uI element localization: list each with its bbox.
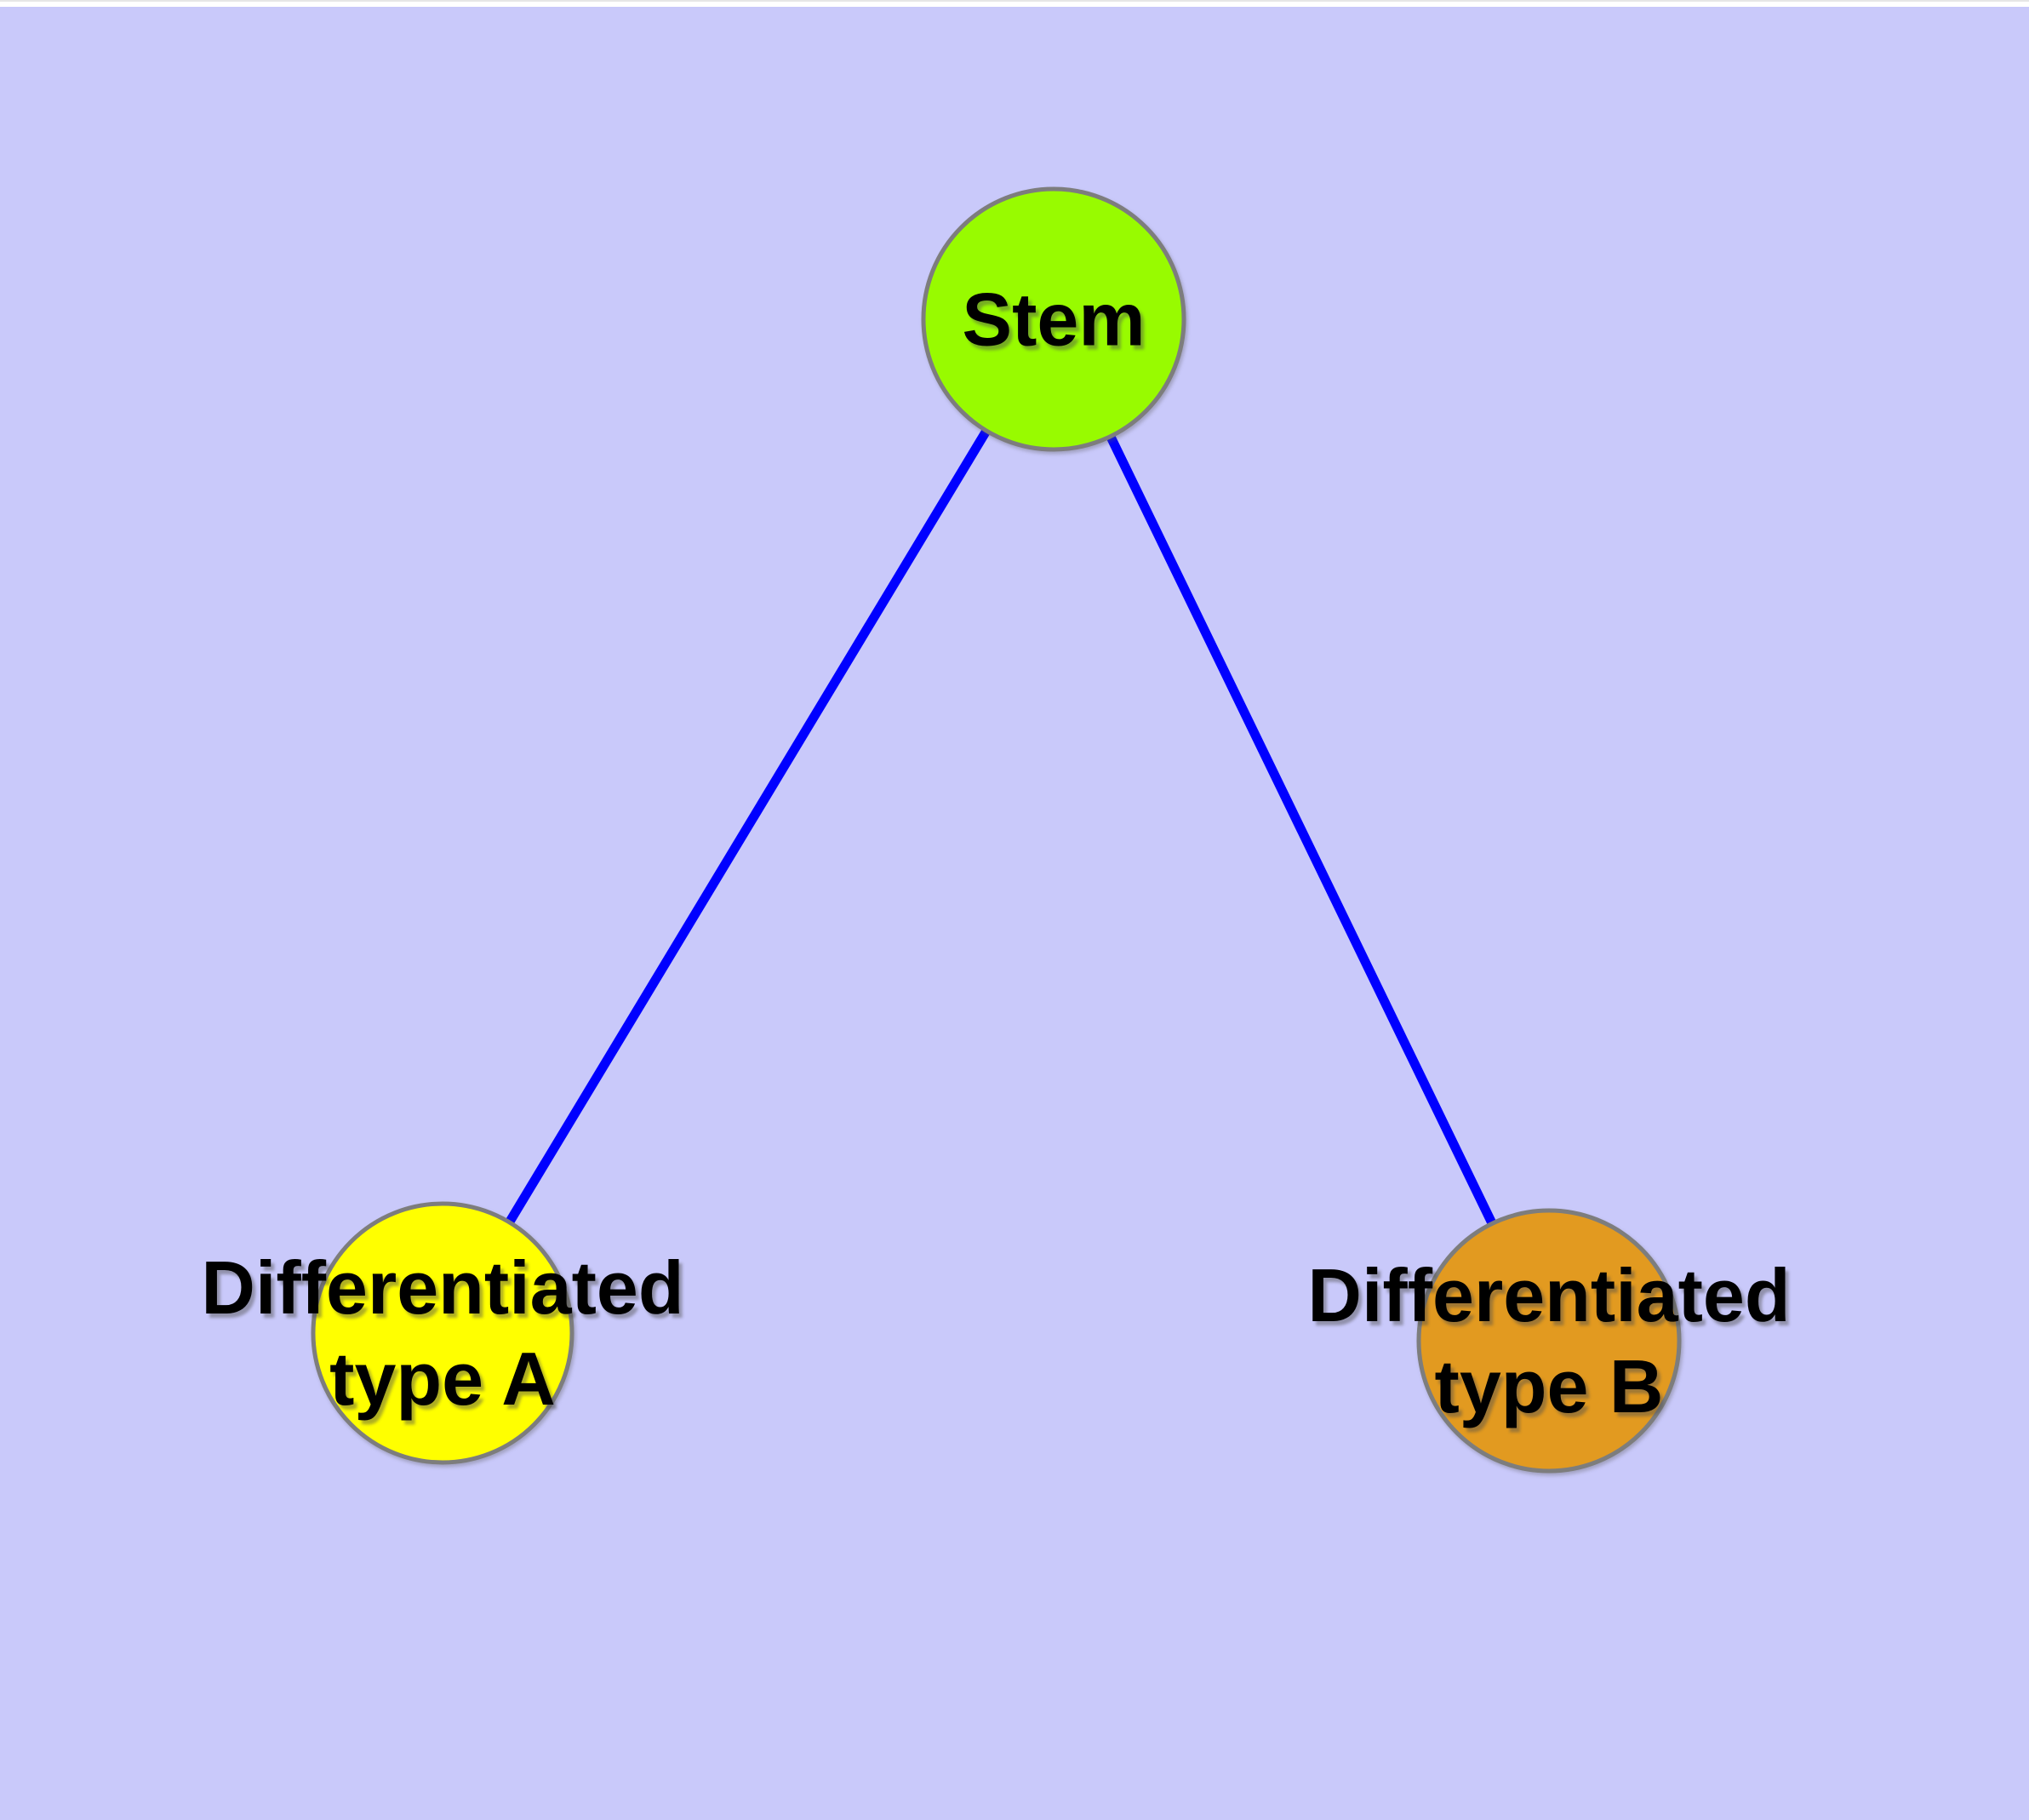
node-stem-label-text: Stem (962, 277, 1146, 362)
node-type-a-label-line2: type A (329, 1336, 556, 1421)
node-type-b-label: Differentiated type B (1307, 1250, 1790, 1432)
node-stem-label: Stem (962, 274, 1145, 365)
node-stem-circle (921, 186, 1186, 452)
node-type-a-circle (311, 1201, 574, 1465)
edge-stem-to-type-b (1049, 317, 1553, 1343)
top-strip (0, 0, 2029, 7)
node-type-b-label-line1: Differentiated (1307, 1253, 1791, 1337)
edge-stem-to-type-a (438, 317, 1058, 1336)
node-type-b-circle (1416, 1208, 1682, 1474)
node-type-a-label-line1: Differentiated (201, 1245, 684, 1330)
node-type-a-label: Differentiated type A (201, 1242, 683, 1424)
node-type-b-label-line2: type B (1434, 1344, 1664, 1428)
